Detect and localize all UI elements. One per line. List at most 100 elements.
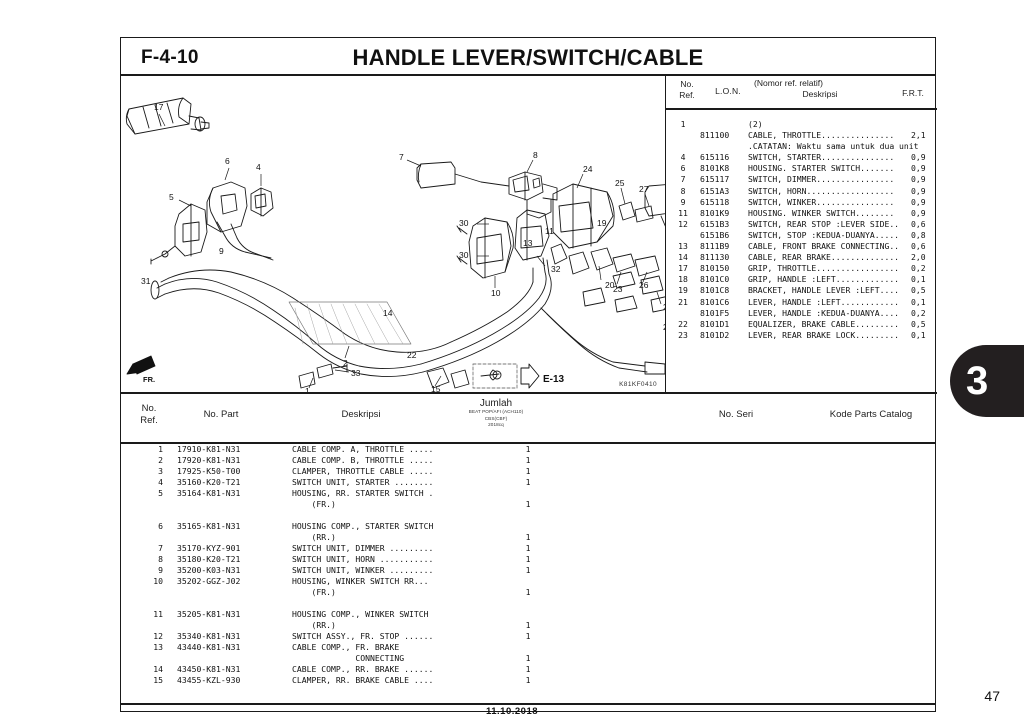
lon-row-ref: 4 (680, 152, 686, 163)
parts-row-desc: (FR.) (292, 587, 336, 597)
parts-row-spacer (121, 598, 935, 609)
parts-row-part: 43440-K81-N31 (177, 642, 241, 652)
parts-row-part (163, 499, 282, 510)
parts-row-part: 35165-K81-N31 (177, 521, 241, 531)
lon-row-frt: 0,9 (911, 174, 926, 185)
parts-col-no-ref: No.Ref. (140, 403, 158, 427)
exploded-diagram-panel: 17 6 4 5 7 8 24 25 27 16 34 18 30 30 10 … (121, 76, 666, 394)
lon-row-lon: 8101K9 (700, 207, 730, 218)
parts-row-desc: SWITCH ASSY., FR. STOP ...... (292, 631, 434, 641)
lon-row-frt: 0,9 (911, 163, 926, 174)
lon-row-frt: 0,9 (911, 152, 926, 163)
part-dimmer-horn-module (416, 161, 558, 219)
parts-row-ref: 16 (121, 697, 163, 699)
parts-col-kode-parts-catalog: Kode Parts Catalog (829, 409, 913, 420)
lon-col-deskripsi-top: (Nomor ref. relatif) (754, 78, 823, 88)
svg-text:25: 25 (615, 178, 625, 188)
lon-col-lon: L.O.N. (715, 86, 741, 96)
lon-row-desc: BRACKET, HANDLE LEVER :LEFT.... (748, 285, 900, 296)
lon-row-frt: 0,2 (911, 263, 926, 274)
svg-text:19: 19 (597, 218, 607, 228)
svg-text:26: 26 (639, 280, 649, 290)
parts-row-qty (502, 521, 554, 532)
parts-row-qty: 1 (525, 543, 531, 553)
part-bolt-31 (150, 257, 158, 265)
parts-row-part: 43455-KZL-930 (177, 675, 241, 685)
lon-row-desc: SWITCH, DIMMER................ (748, 174, 895, 185)
lon-row-desc: SWITCH, STARTER............... (748, 152, 895, 163)
part-lower-bolts (298, 363, 348, 389)
lon-row-ref: 18 (678, 274, 688, 285)
lon-row-note: .CATATAN: Waktu sama untuk dua unit (748, 141, 919, 152)
parts-row-qty (502, 642, 554, 653)
parts-row-ref: 15 (153, 675, 163, 685)
catalog-page: F-4-10 HANDLE LEVER/SWITCH/CABLE (120, 37, 937, 712)
svg-text:30: 30 (459, 218, 469, 228)
parts-row-ref: 6 (158, 521, 163, 531)
lon-row-desc: SWITCH, REAR STOP :LEVER SIDE.. (748, 218, 900, 229)
footer-date: 11.10.2018 (485, 706, 539, 717)
parts-row-desc: CABLE COMP., FR. BRAKE (292, 642, 400, 652)
lon-panel: No.Ref. L.O.N. (Nomor ref. relatif) Desk… (666, 76, 937, 394)
parts-row-desc: HOUSING, RR. STARTER SWITCH . (292, 488, 434, 498)
parts-row-part: 35205-K81-N31 (177, 609, 241, 619)
parts-row-ref: 10 (153, 576, 163, 586)
parts-row-qty: 1 (525, 653, 531, 663)
lon-row-ref: 23 (678, 329, 688, 340)
parts-row-qty: 1 (525, 455, 531, 465)
parts-col-deskripsi: Deskripsi (341, 409, 381, 420)
reference-tag-label: E-13 (543, 374, 565, 385)
parts-row-part: 35340-K81-N31 (177, 631, 241, 641)
svg-text:20: 20 (605, 280, 615, 290)
parts-row-qty: 1 (525, 554, 531, 564)
page-title: HANDLE LEVER/SWITCH/CABLE (352, 45, 704, 70)
parts-row-desc: CABLE COMP., RR. BRAKE ...... (292, 664, 434, 674)
svg-text:23: 23 (613, 284, 623, 294)
svg-text:7: 7 (399, 152, 404, 162)
svg-text:13: 13 (523, 238, 533, 248)
lon-row-desc: HOUSING. STARTER SWITCH....... (748, 163, 895, 174)
part-left-switch-bracket (156, 203, 208, 259)
parts-row-part: 35200-K03-N31 (177, 565, 241, 575)
parts-row-desc: CONNECTING (292, 653, 405, 663)
part-bracket-plate (552, 183, 615, 249)
lon-row-frt: 0,2 (911, 307, 926, 318)
lon-row-lon: 8101C0 (700, 274, 730, 285)
parts-row-part: 17920-K81-N31 (177, 455, 241, 465)
parts-row-ref: 12 (153, 631, 163, 641)
parts-row-part (163, 620, 282, 631)
lon-row-frt (911, 119, 937, 130)
parts-row-ref (121, 653, 163, 664)
parts-row-qty (502, 609, 554, 620)
parts-row: CONNECTING 1 (121, 653, 935, 664)
lon-col-no-ref: No.Ref. (679, 79, 695, 100)
parts-row-desc: SWITCH UNIT, DIMMER ......... (292, 543, 434, 553)
parts-row-qty (502, 576, 554, 587)
parts-row-part: 45517-K81-N30 (163, 697, 282, 699)
lon-row-lon: 8101F5 (700, 307, 730, 318)
lon-row-desc: CABLE, FRONT BRAKE CONNECTING.. (748, 241, 900, 252)
lon-col-frt: F.R.T. (902, 88, 924, 98)
part-right-switch-housing (514, 209, 550, 261)
parts-row-part: 17910-K81-N31 (177, 444, 241, 454)
lon-row-frt: 0,8 (911, 229, 926, 240)
lon-row-ref: 13 (678, 241, 688, 252)
lon-row-lon: 8101C8 (700, 285, 730, 296)
parts-row-qty: 1 (525, 664, 531, 674)
lon-row-ref: 21 (678, 296, 688, 307)
parts-col-jumlah-variant: CBS(CBF) (484, 415, 508, 421)
lon-col-deskripsi-main: Deskripsi (802, 89, 838, 100)
parts-row-qty: 1 (525, 565, 531, 575)
parts-row-ref: 13 (153, 642, 163, 652)
parts-row-part (163, 532, 282, 543)
svg-text:6: 6 (225, 156, 230, 166)
lon-row-desc: SWITCH, HORN.................. (748, 185, 895, 196)
